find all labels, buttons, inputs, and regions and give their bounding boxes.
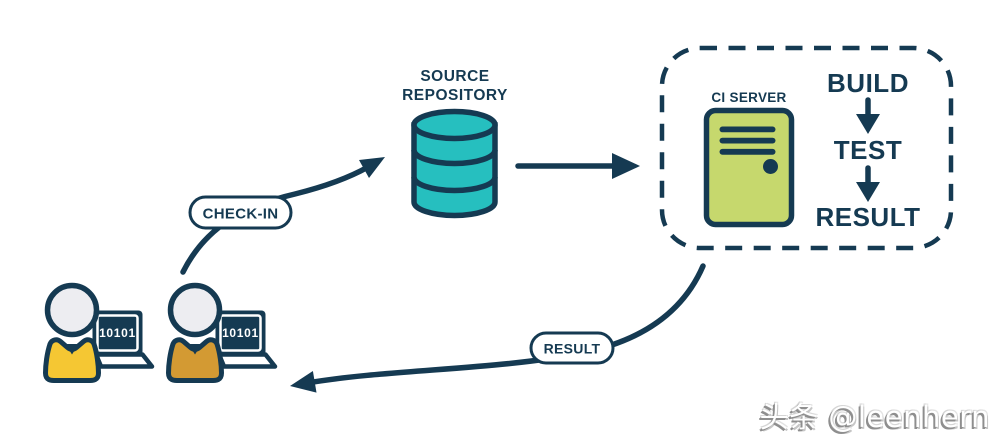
source-repository: SOURCE REPOSITORY bbox=[402, 68, 508, 219]
watermark: 头条 @leenhern bbox=[759, 400, 990, 434]
server-power-dot bbox=[763, 159, 778, 174]
server-icon bbox=[703, 107, 795, 228]
repo-to-server-arrow bbox=[515, 153, 640, 179]
laptop-screen bbox=[215, 310, 266, 356]
result-step-label: RESULT bbox=[815, 202, 920, 232]
laptop-base bbox=[93, 352, 155, 369]
laptop-screen-border bbox=[219, 314, 262, 352]
result-pill-label: RESULT bbox=[544, 341, 601, 357]
ci-server: CI SERVER bbox=[703, 90, 795, 228]
check-in-arrowhead bbox=[359, 157, 385, 178]
down-arrow-icon bbox=[856, 165, 880, 202]
database-icon bbox=[411, 108, 498, 219]
check-in-arrow-shaft bbox=[180, 164, 371, 275]
server-slot-3 bbox=[719, 148, 776, 155]
database-body bbox=[411, 122, 498, 219]
result-arrowhead bbox=[290, 371, 317, 393]
laptop-icon: 10101 bbox=[215, 310, 278, 369]
down-arrow-2-head bbox=[856, 182, 880, 202]
database-top bbox=[411, 108, 498, 142]
source-repository-label-line2: REPOSITORY bbox=[402, 87, 508, 104]
result-pill-bg bbox=[529, 331, 615, 365]
developer-2: 10101 bbox=[166, 282, 278, 383]
developer-head bbox=[44, 282, 100, 338]
source-repository-label-line1: SOURCE bbox=[420, 68, 489, 85]
developer-torso bbox=[43, 337, 101, 383]
developer-head bbox=[167, 282, 223, 338]
check-in-pill-bg bbox=[188, 195, 293, 230]
database-band-2 bbox=[411, 176, 498, 194]
ci-server-label: CI SERVER bbox=[711, 90, 786, 105]
down-arrow-1-head bbox=[856, 114, 880, 134]
server-slot-1 bbox=[719, 126, 776, 133]
developer-torso bbox=[166, 337, 224, 383]
result-arrow bbox=[290, 263, 706, 393]
developer-collar-notch bbox=[188, 344, 202, 355]
result-arrow-shaft bbox=[304, 263, 706, 386]
repo-to-server-arrowhead bbox=[612, 153, 640, 179]
test-label: TEST bbox=[834, 135, 902, 165]
laptop-code-text: 10101 bbox=[222, 326, 259, 340]
database-band-1 bbox=[411, 149, 498, 167]
laptop-icon: 10101 bbox=[92, 310, 155, 369]
laptop-screen bbox=[92, 310, 143, 356]
down-arrow-icon bbox=[856, 97, 880, 134]
laptop-base bbox=[216, 352, 278, 369]
check-in-pill-label: CHECK-IN bbox=[203, 206, 279, 223]
check-in-arrow bbox=[180, 157, 385, 275]
result-label-pill: RESULT bbox=[529, 331, 615, 365]
laptop-screen-border bbox=[96, 314, 139, 352]
laptop-code-text: 10101 bbox=[99, 326, 136, 340]
server-slot-2 bbox=[719, 137, 776, 144]
developer-collar-notch bbox=[65, 344, 79, 355]
build-test-result-flow: BUILD TEST RESULT bbox=[815, 68, 920, 232]
build-label: BUILD bbox=[827, 68, 909, 98]
check-in-label-pill: CHECK-IN bbox=[188, 195, 293, 230]
developer-1: 10101 bbox=[43, 282, 155, 383]
